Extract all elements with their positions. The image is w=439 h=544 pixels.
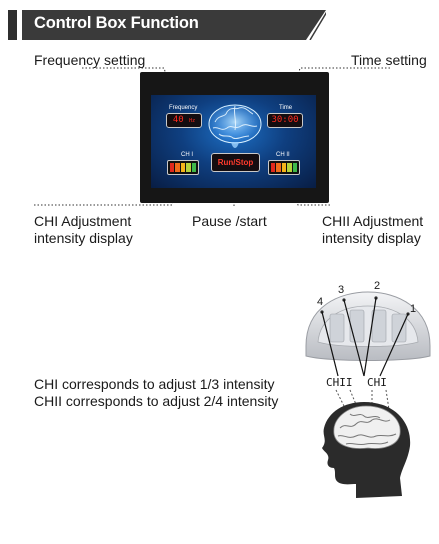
note-line-2: CHII corresponds to adjust 2/4 intensity (34, 393, 279, 409)
note-line-1: CHI corresponds to adjust 1/3 intensity (34, 376, 275, 392)
pause-start-label: Pause /start (192, 213, 267, 229)
frequency-setting-label: Frequency setting (34, 52, 146, 68)
ch2-adjust-label-line1: CHII Adjustment (322, 213, 424, 229)
ch1-screen-label: CH I (181, 152, 193, 158)
helmet-number-2: 2 (374, 280, 381, 292)
helmet-number-3: 3 (338, 284, 345, 296)
helmet-number-4: 4 (317, 296, 324, 308)
ch2-adjust-label-line2: intensity display (322, 230, 421, 246)
ch1-adjust-label-line1: CHI Adjustment (34, 213, 132, 229)
ch2-screen-label: CH II (276, 152, 290, 158)
frequency-unit: Hz (189, 118, 196, 124)
frequency-value: 40 (172, 115, 184, 125)
helmet-chi-label: CHI (367, 376, 387, 389)
head-silhouette-icon (322, 389, 411, 498)
frequency-screen-label: Frequency (169, 105, 198, 111)
run-stop-button[interactable]: Run/Stop (211, 153, 260, 172)
frequency-readout[interactable]: 40 Hz (166, 113, 202, 128)
time-readout[interactable]: 30:00 (267, 113, 303, 128)
ch1-adjust-label-line2: intensity display (34, 230, 133, 246)
time-screen-label: Time (279, 105, 293, 111)
ch2-intensity-meter[interactable] (268, 160, 300, 175)
helmet-icon (305, 291, 431, 377)
header-accent (8, 10, 17, 40)
helmet-number-1: 1 (410, 303, 417, 315)
time-setting-label: Time setting (351, 52, 427, 68)
helmet-chii-label: CHII (326, 376, 353, 389)
ch1-intensity-meter[interactable] (167, 160, 199, 175)
brain-icon (208, 104, 262, 148)
page-title: Control Box Function (34, 14, 199, 32)
header-banner (22, 10, 326, 40)
